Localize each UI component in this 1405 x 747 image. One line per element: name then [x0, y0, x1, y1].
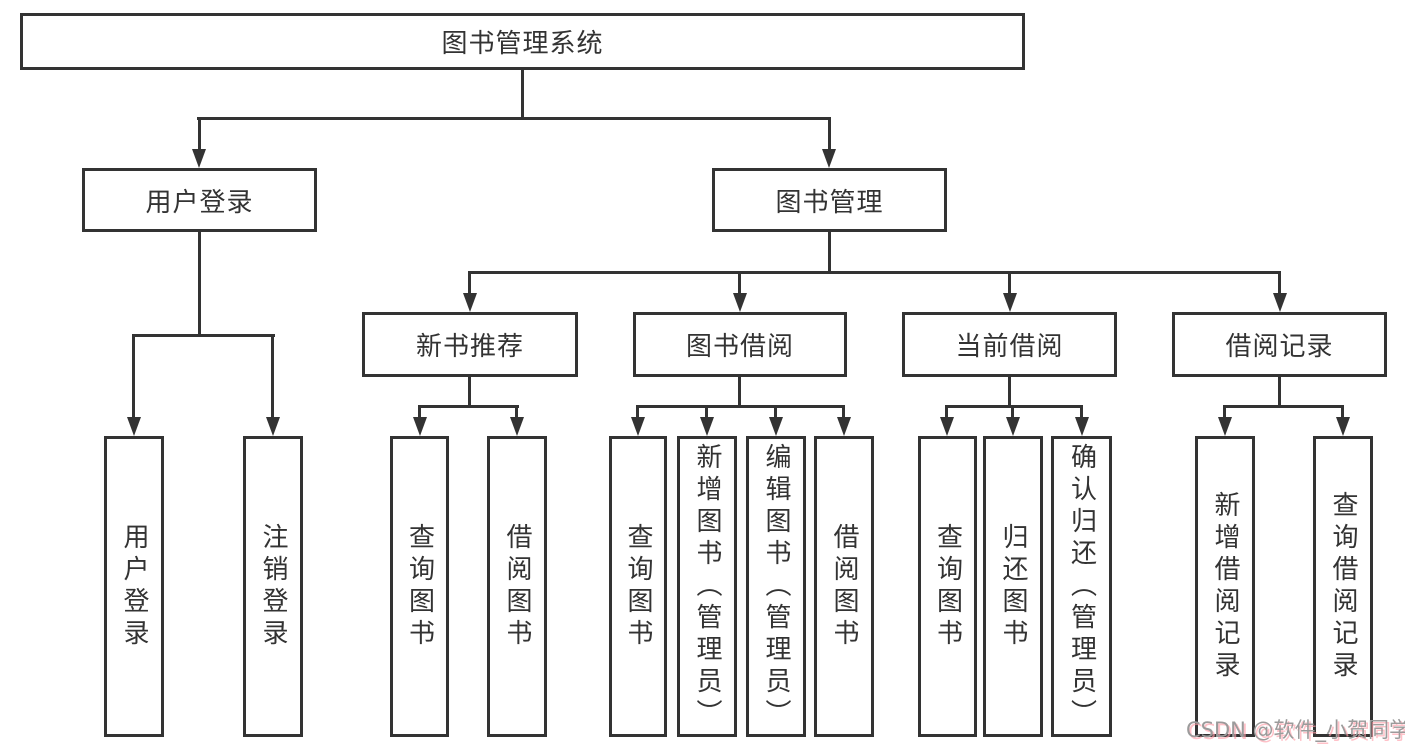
- connector-arrow-stem: [1008, 271, 1011, 294]
- leaf-add-borrow-record: 新增借阅记录: [1195, 436, 1255, 737]
- connector-arrow-stem: [828, 117, 831, 151]
- arrowhead-icon: [733, 293, 747, 312]
- connector-root-split: [197, 117, 831, 120]
- node-current-borrow-label: 当前借阅: [955, 332, 1064, 362]
- arrowhead-icon: [700, 417, 714, 436]
- connector-bookborrow-stem: [738, 377, 741, 408]
- connector-arrow-stem: [271, 334, 274, 418]
- connector-root-stem: [521, 70, 524, 118]
- leaf-add-books-admin: 新增图书（管理员）: [677, 436, 737, 737]
- connector-arrow-stem: [198, 117, 201, 151]
- arrowhead-icon: [266, 417, 280, 436]
- connector-arrow-stem: [705, 405, 708, 419]
- connector-bookmgmt-split: [468, 271, 1281, 274]
- leaf-query-borrow-record: 查询借阅记录: [1313, 436, 1373, 737]
- leaf-return-books: 归还图书: [983, 436, 1043, 737]
- connector-arrow-stem: [842, 405, 845, 419]
- connector-newbook-stem: [468, 377, 471, 408]
- leaf-user-login: 用户登录: [104, 436, 164, 737]
- leaf-query-books-recommend-label: 查询图书: [404, 522, 435, 651]
- connector-userlogin-stem: [198, 232, 201, 336]
- leaf-borrow-books-label: 借阅图书: [829, 522, 859, 651]
- arrowhead-icon: [631, 417, 645, 436]
- leaf-edit-books-admin: 编辑图书（管理员）: [746, 436, 806, 737]
- leaf-query-books-current: 查询图书: [918, 436, 977, 737]
- connector-arrow-stem: [1223, 405, 1226, 419]
- connector-arrow-stem: [418, 405, 421, 419]
- arrowhead-icon: [1006, 417, 1020, 436]
- arrowhead-icon: [510, 417, 524, 436]
- node-root-label: 图书管理系统: [441, 29, 604, 59]
- leaf-user-login-label: 用户登录: [119, 522, 149, 651]
- leaf-add-books-admin-label: 新增图书（管理员）: [692, 442, 722, 731]
- leaf-borrow-books: 借阅图书: [814, 436, 874, 737]
- connector-arrow-stem: [945, 405, 948, 419]
- leaf-logout-label: 注销登录: [258, 522, 288, 651]
- arrowhead-icon: [127, 417, 141, 436]
- arrowhead-icon: [192, 149, 206, 168]
- connector-arrow-stem: [636, 405, 639, 419]
- node-borrow-record: 借阅记录: [1172, 312, 1387, 377]
- leaf-add-borrow-record-label: 新增借阅记录: [1210, 490, 1240, 683]
- node-book-management: 图书管理: [712, 168, 947, 232]
- leaf-borrow-books-recommend-label: 借阅图书: [502, 522, 532, 651]
- arrowhead-icon: [1273, 293, 1287, 312]
- leaf-borrow-books-recommend: 借阅图书: [487, 436, 547, 737]
- connector-arrow-stem: [738, 271, 741, 294]
- connector-arrow-stem: [774, 405, 777, 419]
- leaf-query-books-current-label: 查询图书: [932, 522, 963, 651]
- arrowhead-icon: [1003, 293, 1017, 312]
- node-root-library-system: 图书管理系统: [20, 13, 1025, 70]
- leaf-logout: 注销登录: [243, 436, 303, 737]
- leaf-return-books-label: 归还图书: [998, 522, 1028, 651]
- connector-bookmgmt-stem: [828, 232, 831, 274]
- connector-arrow-stem: [1278, 271, 1281, 294]
- arrowhead-icon: [1336, 417, 1350, 436]
- node-new-book-recommend: 新书推荐: [362, 312, 578, 377]
- arrowhead-icon: [1218, 417, 1232, 436]
- connector-arrow-stem: [1341, 405, 1344, 419]
- node-new-book-recommend-label: 新书推荐: [415, 332, 524, 362]
- connector-arrow-stem: [468, 271, 471, 294]
- connector-currentborrow-stem: [1008, 377, 1011, 408]
- node-borrow-record-label: 借阅记录: [1225, 332, 1334, 362]
- node-user-login: 用户登录: [82, 168, 317, 232]
- leaf-query-borrow-record-label: 查询借阅记录: [1328, 490, 1358, 683]
- connector-userlogin-split: [132, 334, 275, 337]
- node-current-borrow: 当前借阅: [902, 312, 1117, 377]
- node-user-login-label: 用户登录: [145, 187, 254, 218]
- leaf-confirm-return-admin-label: 确认归还（管理员）: [1066, 442, 1097, 731]
- node-book-borrow: 图书借阅: [633, 312, 847, 377]
- csdn-watermark: CSDN @软件_小贺同学: [1186, 718, 1405, 742]
- connector-bookborrow-split: [636, 405, 844, 408]
- connector-arrow-stem: [132, 334, 135, 418]
- connector-borrowrecord-stem: [1278, 377, 1281, 408]
- leaf-edit-books-admin-label: 编辑图书（管理员）: [761, 442, 791, 731]
- leaf-query-books-borrow-label: 查询图书: [623, 522, 653, 651]
- connector-arrow-stem: [515, 405, 518, 419]
- arrowhead-icon: [940, 417, 954, 436]
- leaf-query-books-recommend: 查询图书: [390, 436, 449, 737]
- node-book-management-label: 图书管理: [775, 187, 884, 218]
- arrowhead-icon: [1075, 417, 1089, 436]
- arrowhead-icon: [769, 417, 783, 436]
- node-book-borrow-label: 图书借阅: [685, 332, 794, 362]
- leaf-query-books-borrow: 查询图书: [609, 436, 667, 737]
- connector-newbook-split: [418, 405, 519, 408]
- arrowhead-icon: [822, 149, 836, 168]
- arrowhead-icon: [463, 293, 477, 312]
- connector-borrowrecord-split: [1223, 405, 1344, 408]
- connector-arrow-stem: [1011, 405, 1014, 419]
- leaf-confirm-return-admin: 确认归还（管理员）: [1051, 436, 1112, 737]
- connector-arrow-stem: [1080, 405, 1083, 419]
- arrowhead-icon: [837, 417, 851, 436]
- arrowhead-icon: [413, 417, 427, 436]
